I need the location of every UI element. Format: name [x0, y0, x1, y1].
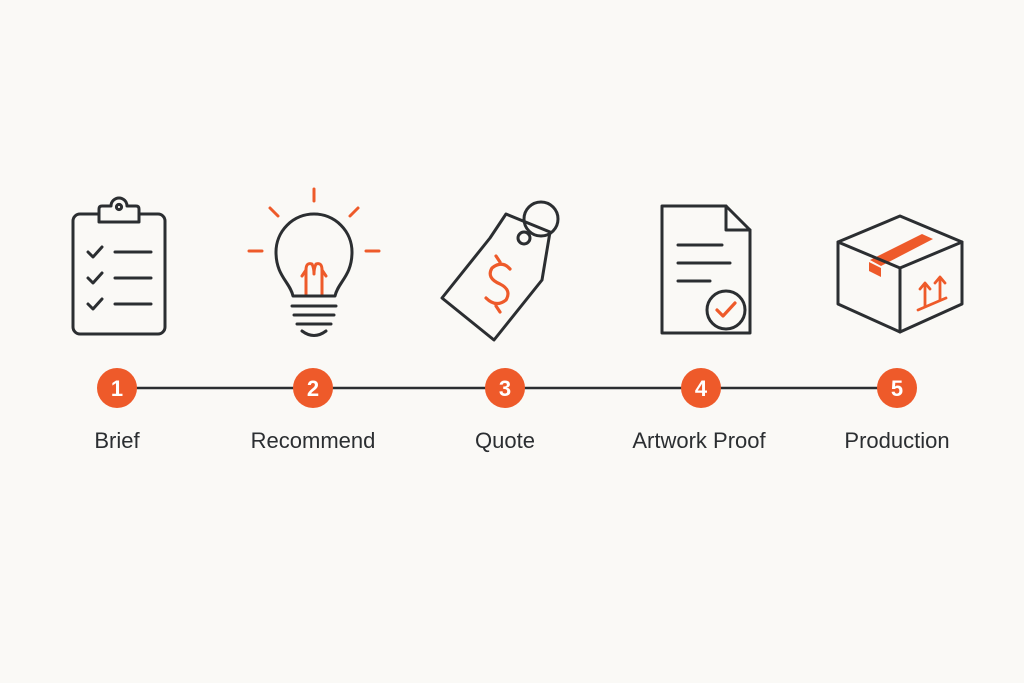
step-badge-2: 2 — [293, 368, 333, 408]
step-number-2: 2 — [307, 376, 319, 401]
document-check-icon — [660, 204, 752, 335]
price-tag-icon — [440, 200, 560, 342]
package-box-icon — [836, 214, 964, 334]
step-label-production: Production — [844, 428, 950, 453]
step-label-brief: Brief — [94, 428, 140, 453]
step-label-artwork-proof: Artwork Proof — [632, 428, 766, 453]
step-label-quote: Quote — [475, 428, 535, 453]
clipboard-checklist-icon — [71, 196, 167, 336]
step-badge-5: 5 — [877, 368, 917, 408]
lightbulb-icon — [247, 187, 381, 337]
step-label-recommend: Recommend — [250, 428, 376, 453]
step-number-1: 1 — [111, 376, 123, 401]
step-number-4: 4 — [695, 376, 708, 401]
step-number-3: 3 — [499, 376, 511, 401]
step-badge-3: 3 — [485, 368, 525, 408]
step-badge-4: 4 — [681, 368, 721, 408]
step-number-5: 5 — [891, 376, 903, 401]
step-badge-1: 1 — [97, 368, 137, 408]
